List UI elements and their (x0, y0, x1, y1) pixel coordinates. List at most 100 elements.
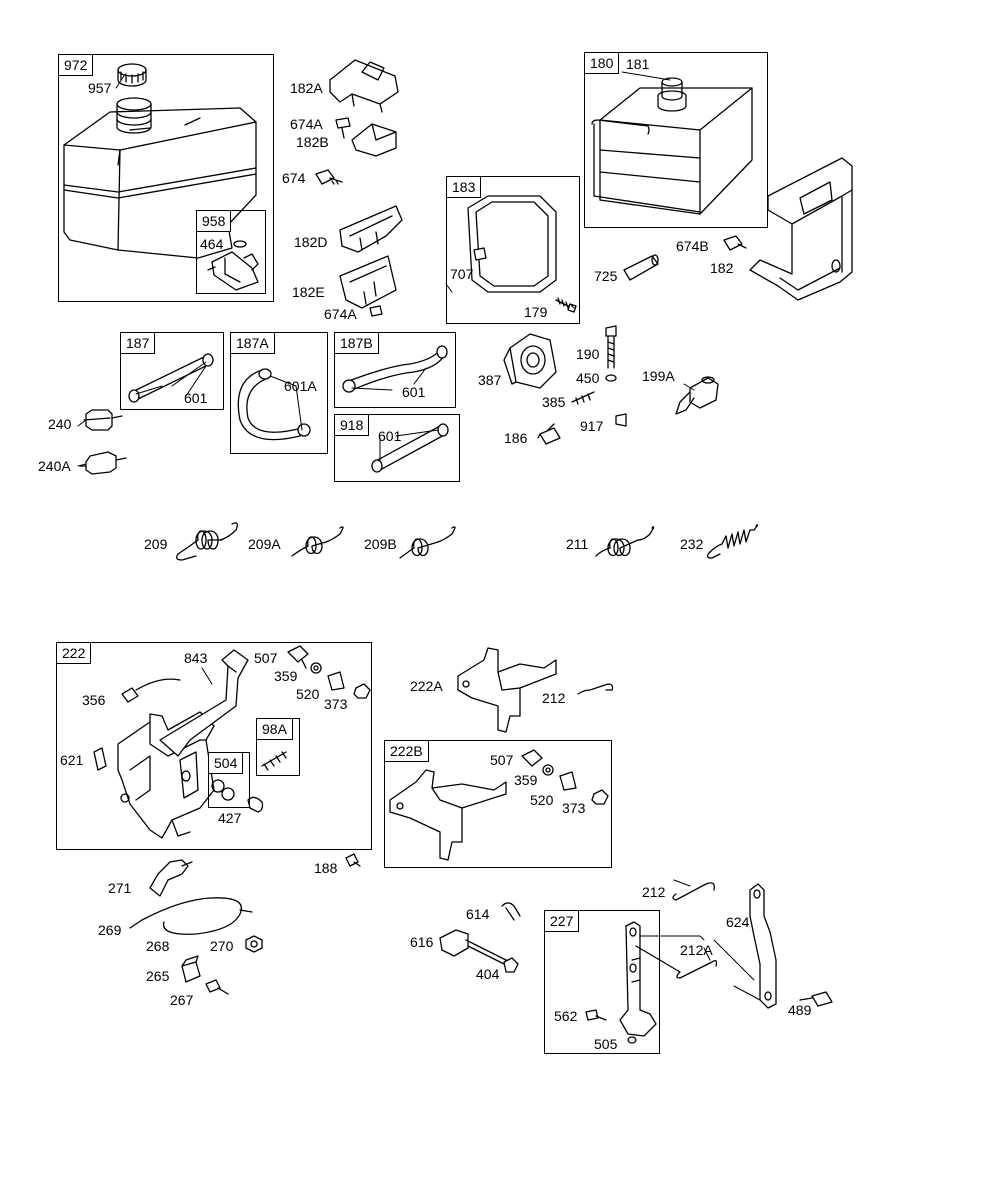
bolt-674 (315, 169, 343, 185)
washers-504 (211, 779, 235, 801)
callout-181: 181 (626, 56, 650, 72)
callout-209: 209 (144, 536, 168, 552)
callout-267: 267 (170, 992, 194, 1008)
callout-232: 232 (680, 536, 704, 552)
callout-520-222: 520 (296, 686, 320, 702)
lever-624 (749, 883, 777, 1009)
group-box-958: 958 (196, 210, 266, 294)
fuel-hose-601-187 (128, 353, 214, 403)
leader-lines (77, 71, 761, 1001)
callout-199a: 199A (642, 368, 675, 384)
bracket-182 (749, 157, 853, 301)
callout-427: 427 (218, 810, 242, 826)
callout-359-222b: 359 (514, 772, 538, 788)
cable-356 (121, 678, 181, 703)
group-box-918: 918 (334, 414, 460, 482)
callout-356: 356 (82, 692, 106, 708)
clamp-265 (181, 955, 201, 983)
group-box-227: 227 (544, 910, 660, 1054)
group-tag-187b: 187B (334, 332, 379, 354)
group-box-222: 222 (56, 642, 372, 850)
callout-917: 917 (580, 418, 604, 434)
callout-725: 725 (594, 268, 618, 284)
clip-621 (93, 747, 107, 771)
group-box-183: 183 (446, 176, 580, 324)
screw-507-1 (287, 645, 309, 669)
group-tag-918: 918 (334, 414, 370, 436)
callout-674a-lower: 674A (324, 306, 357, 322)
callout-520-222b: 520 (530, 792, 554, 808)
bolt-188 (345, 853, 361, 867)
bolt-674a (335, 117, 351, 139)
tank-strap-183 (467, 195, 557, 293)
group-tag-222b: 222B (384, 740, 429, 762)
nut-404 (503, 957, 519, 973)
callout-624: 624 (726, 914, 750, 930)
group-tag-972: 972 (58, 54, 94, 76)
bracket-182a (329, 59, 399, 113)
clip-707 (473, 247, 487, 261)
fuel-tank-180-illustration (591, 87, 753, 215)
callout-269: 269 (98, 922, 122, 938)
screw-507-2 (521, 749, 543, 767)
callout-271: 271 (108, 880, 132, 896)
group-box-180: 180 (584, 52, 768, 228)
callout-505: 505 (594, 1036, 618, 1052)
fuel-hose-601a (237, 368, 311, 441)
spring-232 (706, 524, 759, 559)
fuel-filter-240a (79, 451, 127, 475)
callout-674b: 674B (676, 238, 709, 254)
callout-265: 265 (146, 968, 170, 984)
fitting-186 (537, 423, 561, 445)
callout-182a: 182A (290, 80, 323, 96)
fuel-tank-neck (116, 97, 152, 134)
callout-212a: 212A (680, 942, 713, 958)
spring-98a (261, 751, 287, 771)
fuel-pump-387 (503, 333, 557, 389)
spring-209b (399, 526, 456, 559)
bolt-489 (799, 991, 833, 1007)
spring-211 (595, 526, 655, 557)
group-tag-180: 180 (584, 52, 620, 74)
link-212-1 (577, 683, 614, 695)
callout-489: 489 (788, 1002, 812, 1018)
callout-212-lower: 212 (642, 884, 666, 900)
lever-616 (439, 929, 511, 967)
control-lever-843 (159, 649, 249, 757)
bracket-222a (457, 647, 557, 733)
fuel-hose-601-187b (342, 345, 448, 393)
link-212-2 (672, 882, 715, 901)
callout-209a: 209A (248, 536, 281, 552)
shutoff-valve-illustration (207, 240, 259, 291)
bracket-222b (389, 769, 507, 861)
group-tag-98a: 98A (256, 718, 293, 740)
callout-616: 616 (410, 934, 434, 950)
callout-211: 211 (566, 536, 589, 552)
tube-725 (623, 254, 659, 281)
callout-373-222: 373 (324, 696, 348, 712)
callout-601a: 601A (284, 378, 317, 394)
governor-arm-227 (619, 921, 657, 1037)
callout-450: 450 (576, 370, 600, 386)
callout-674: 674 (282, 170, 306, 186)
nut-270 (245, 935, 263, 953)
bolt-674a-lower (369, 305, 383, 317)
washer-359-1 (310, 662, 322, 674)
group-tag-227: 227 (544, 910, 580, 932)
screw-385 (571, 391, 595, 405)
valve-199a (675, 376, 719, 415)
bolt-674b (723, 235, 747, 251)
group-box-222b: 222B (384, 740, 612, 868)
group-tag-958: 958 (196, 210, 232, 232)
callout-190: 190 (576, 346, 600, 362)
bolt-190 (605, 325, 617, 369)
washer-359-2 (542, 764, 554, 776)
callout-614: 614 (466, 906, 490, 922)
callout-562: 562 (554, 1008, 578, 1024)
bolt-562 (585, 1009, 607, 1021)
group-tag-187a: 187A (230, 332, 275, 354)
group-box-972: 972 (58, 54, 274, 302)
nut-373-1 (353, 683, 371, 699)
callout-674a-upper: 674A (290, 116, 323, 132)
